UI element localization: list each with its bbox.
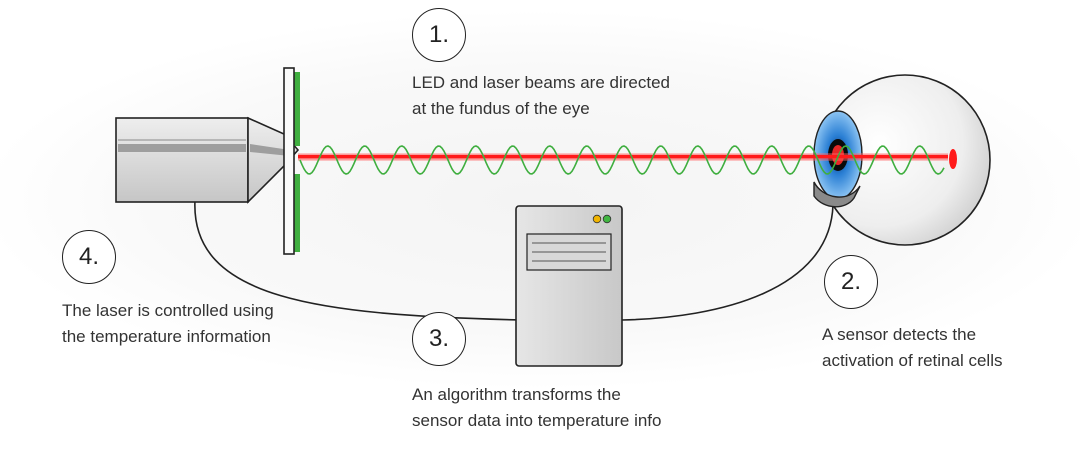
step-3-line-2: sensor data into temperature info [412, 411, 662, 430]
laser-beam [298, 149, 957, 169]
cable-sensor-to-computer [621, 204, 834, 321]
step-1-line-2: at the fundus of the eye [412, 99, 590, 118]
step-4-line-2: the temperature information [62, 327, 271, 346]
sensor-icon [813, 181, 861, 208]
step-2-number: 2. [840, 268, 861, 295]
led-wave [299, 145, 945, 175]
step-4-badge: 4. [62, 230, 116, 284]
step-4-description: The laser is controlled using the temper… [62, 298, 274, 350]
step-2-line-1: A sensor detects the [822, 325, 977, 344]
step-2-description: A sensor detects the activation of retin… [822, 322, 1002, 374]
laser-spot [949, 149, 957, 169]
step-3-number: 3. [428, 325, 449, 352]
step-3-line-1: An algorithm transforms the [412, 385, 621, 404]
step-4-number: 4. [78, 243, 99, 270]
step-4-line-1: The laser is controlled using [62, 301, 274, 320]
step-1-line-1: LED and laser beams are directed [412, 73, 670, 92]
background-glow [0, 10, 1080, 390]
lens-plate-icon [283, 67, 300, 255]
step-1-number: 1. [428, 21, 449, 48]
step-1-description: LED and laser beams are directed at the … [412, 70, 670, 122]
step-3-description: An algorithm transforms the sensor data … [412, 382, 661, 434]
step-1-badge: 1. [412, 8, 466, 62]
step-2-badge: 2. [824, 255, 878, 309]
step-2-line-2: activation of retinal cells [822, 351, 1003, 370]
step-3-badge: 3. [412, 312, 466, 366]
computer-tower-icon [515, 205, 623, 367]
